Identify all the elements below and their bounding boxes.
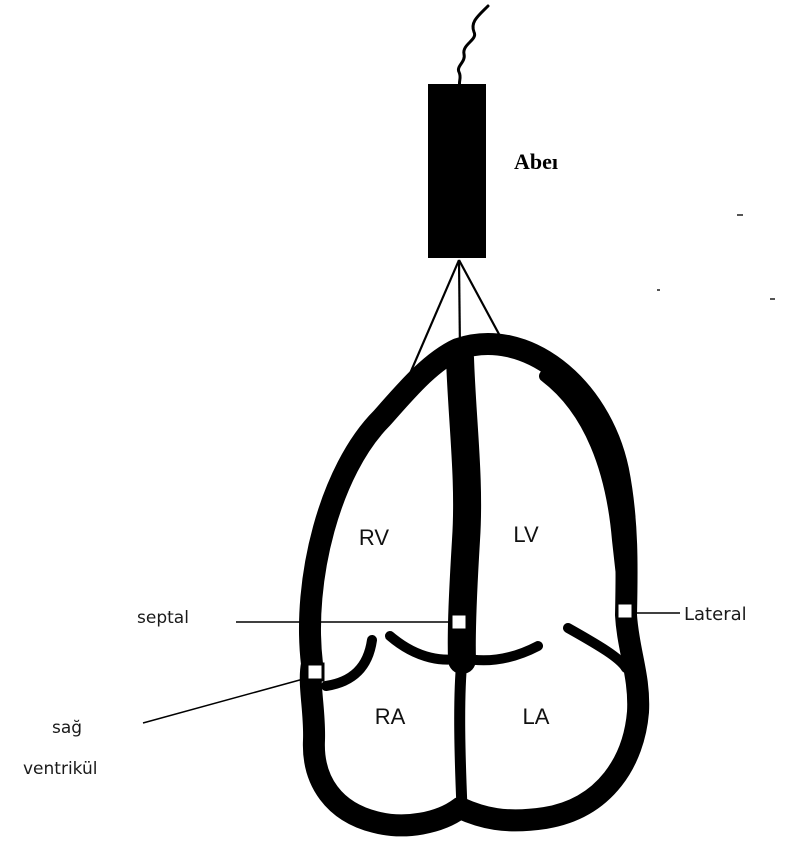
lateral-label: Lateral xyxy=(684,604,747,625)
probe-cable xyxy=(458,6,488,86)
septal-label: septal xyxy=(137,608,189,628)
lateral-wall xyxy=(545,376,626,612)
chamber-label-ra: RA xyxy=(375,704,406,729)
chamber-label-lv: LV xyxy=(513,522,539,547)
right-ventricle-label-line1: sağ xyxy=(52,718,82,738)
valve-leaflets xyxy=(326,628,626,686)
scan-specks xyxy=(657,214,775,300)
annotation-leaders xyxy=(143,613,680,723)
septal-sample-marker xyxy=(451,614,467,630)
chamber-label-rv: RV xyxy=(359,525,389,550)
lateral-sample-marker xyxy=(617,603,633,619)
right-ventricle-label-line2: ventrikül xyxy=(23,759,98,779)
ultrasound-probe xyxy=(428,84,486,258)
chamber-label-la: LA xyxy=(523,704,550,729)
interatrial-septum xyxy=(460,660,462,808)
right-ventricle-sample-marker xyxy=(307,664,323,680)
probe-label: Abeı xyxy=(514,149,558,174)
